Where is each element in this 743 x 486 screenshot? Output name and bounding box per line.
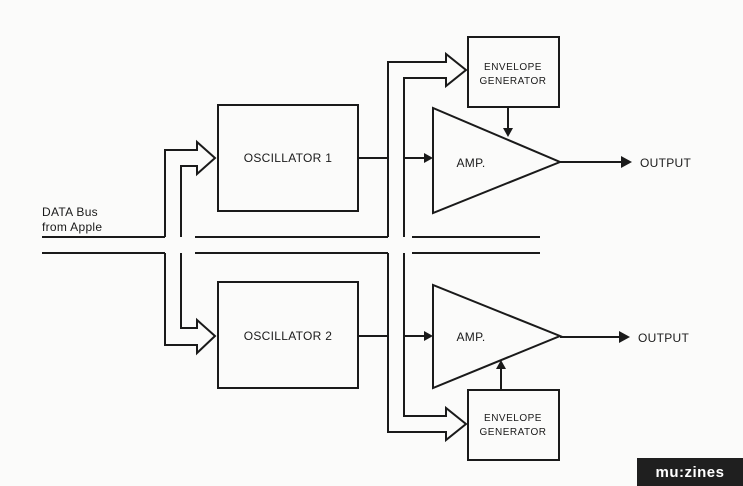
bus-tap-oscillator-2 <box>164 253 217 356</box>
envelope-1-label-line1: ENVELOPE <box>484 62 542 73</box>
amp-1-triangle <box>432 106 563 215</box>
output-2-label: OUTPUT <box>638 331 689 345</box>
amp-2-triangle <box>432 283 563 390</box>
output-2-arrowhead <box>619 331 630 343</box>
bus-tap-envelope-2 <box>387 253 468 443</box>
oscillator-2-label: OSCILLATOR 2 <box>244 329 333 343</box>
bus-tap-envelope-1 <box>387 51 468 237</box>
amp-1-label: AMP. <box>457 156 486 170</box>
envelope-2-label-line2: GENERATOR <box>480 427 547 438</box>
data-bus <box>42 236 540 254</box>
envelope-1-control-arrowhead <box>503 128 513 137</box>
bus-tap-oscillator-1 <box>164 139 217 237</box>
envelope-2-label-line1: ENVELOPE <box>484 413 542 424</box>
output-1-arrowhead <box>621 156 632 168</box>
muzines-watermark: mu:zines <box>637 458 743 486</box>
oscillator-1-label: OSCILLATOR 1 <box>244 151 333 165</box>
bus-label-line1: DATA Bus <box>42 205 98 219</box>
envelope-generator-2-box <box>467 389 560 461</box>
oscillator-1-box <box>217 104 359 212</box>
envelope-2-control-arrowhead <box>496 360 506 369</box>
amp-1-input-arrowhead <box>424 153 433 163</box>
amp-2-input-arrowhead <box>424 331 433 341</box>
envelope-1-label-line2: GENERATOR <box>480 76 547 87</box>
oscillator-2-box <box>217 281 359 389</box>
envelope-generator-1-box <box>467 36 560 108</box>
bus-label-line2: from Apple <box>42 220 102 234</box>
amp-2-label: AMP. <box>457 330 486 344</box>
output-1-label: OUTPUT <box>640 156 691 170</box>
